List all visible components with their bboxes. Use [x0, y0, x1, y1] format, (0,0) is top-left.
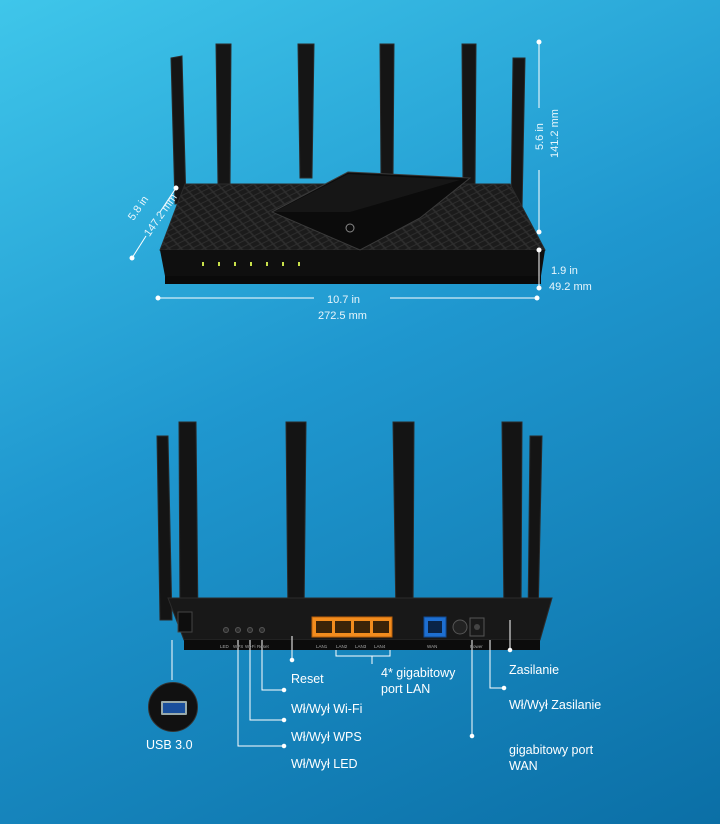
back-label-lan4: LAN4	[374, 644, 386, 649]
height-label-mm: 49.2 mm	[549, 281, 592, 293]
back-antennas	[156, 421, 543, 621]
front-leds	[202, 262, 300, 266]
callout-lines	[171, 620, 513, 749]
dimension-lines	[129, 39, 542, 301]
front-antennas	[170, 43, 526, 211]
callout-wan-line2: WAN	[509, 759, 538, 773]
usb-port	[177, 611, 193, 633]
lan-ports	[311, 616, 393, 638]
callout-power-switch: Wł/Wył Zasilanie	[509, 698, 602, 712]
callout-power-input: Zasilanie	[509, 663, 560, 677]
back-panel-labels: LED WPS Wi-Fi Reset LAN1 LAN2 LAN3 LAN4 …	[220, 644, 483, 649]
back-label-lan2: LAN2	[336, 644, 348, 649]
antenna-height-mm: 141.2 mm	[549, 109, 561, 158]
back-label-wan: WAN	[427, 644, 437, 649]
back-buttons	[223, 627, 265, 633]
tplink-logo-icon	[345, 223, 355, 233]
callout-led: Wł/Wył LED	[291, 757, 358, 771]
usb-icon	[161, 701, 187, 715]
lan-bracket	[335, 650, 391, 657]
height-label-in: 1.9 in	[551, 265, 578, 277]
back-label-wps: WPS	[233, 644, 243, 649]
callout-lan-line1: 4* gigabitowy	[381, 666, 456, 680]
callout-wan-line1: gigabitowy port	[509, 743, 594, 757]
antenna-height-in: 5.6 in	[534, 123, 546, 150]
width-label-mm: 272.5 mm	[318, 310, 367, 322]
router-back-view	[156, 421, 553, 664]
wan-port	[423, 616, 447, 638]
router-front-view	[159, 43, 546, 284]
back-label-reset: Reset	[257, 644, 270, 649]
usb-port-closeup	[148, 682, 198, 732]
callout-wps: Wł/Wył WPS	[291, 730, 362, 744]
back-label-wifi: Wi-Fi	[245, 644, 256, 649]
back-label-lan1: LAN1	[316, 644, 328, 649]
back-label-power: Power	[470, 644, 483, 649]
callout-lan-line2: port LAN	[381, 682, 431, 696]
callout-reset: Reset	[291, 672, 324, 686]
power-button	[452, 619, 468, 635]
back-label-led: LED	[220, 644, 230, 649]
width-label-in: 10.7 in	[327, 294, 361, 306]
back-label-lan3: LAN3	[355, 644, 367, 649]
callout-wifi: Wł/Wył Wi-Fi	[291, 702, 363, 716]
callout-usb: USB 3.0	[146, 738, 193, 752]
